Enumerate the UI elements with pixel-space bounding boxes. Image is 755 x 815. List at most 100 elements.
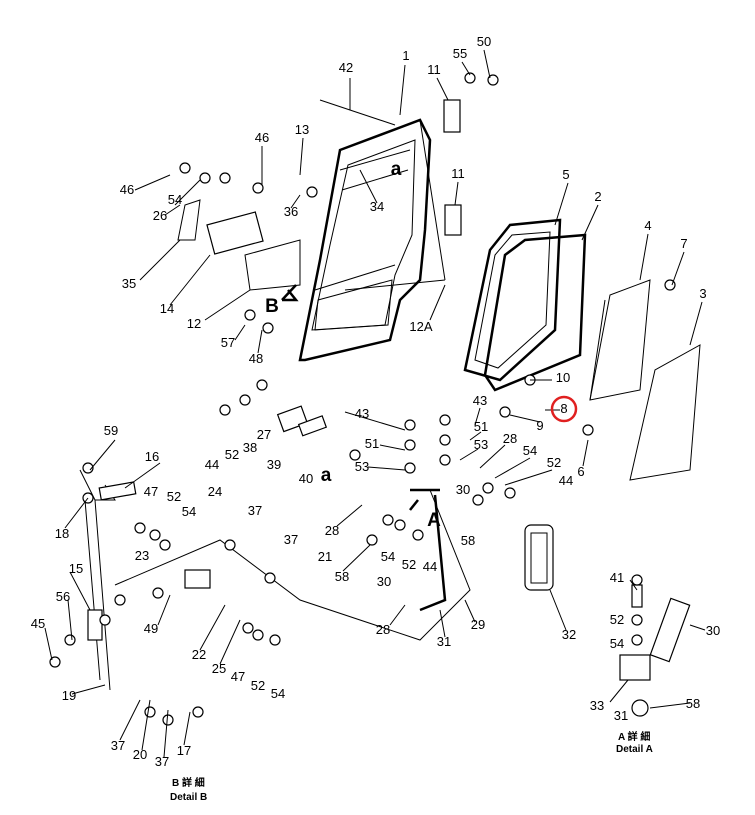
part-label-49: 49: [144, 621, 158, 636]
glass-pane-4: [589, 279, 651, 401]
part-label-52: 52: [167, 489, 181, 504]
part-label-31: 31: [437, 634, 451, 649]
part-label-28: 28: [376, 622, 390, 637]
fastener: [224, 539, 236, 551]
part-label-44: 44: [559, 473, 573, 488]
part-label-30: 30: [706, 623, 720, 638]
fastener: [134, 522, 146, 534]
part-label-9: 9: [536, 418, 543, 433]
fastener: [244, 309, 256, 321]
fastener: [394, 519, 406, 531]
fastener: [144, 706, 156, 718]
part-label-36: 36: [284, 204, 298, 219]
part-label-53: 53: [474, 437, 488, 452]
fastener: [487, 74, 499, 86]
part-label-19: 19: [62, 688, 76, 703]
part-label-45: 45: [31, 616, 45, 631]
part-label-35: 35: [122, 276, 136, 291]
part-label-31: 31: [614, 708, 628, 723]
part-label-54: 54: [168, 192, 182, 207]
part-label-48: 48: [249, 351, 263, 366]
detail-b-title: B 詳 細: [172, 776, 205, 789]
part-label-26: 26: [153, 208, 167, 223]
fastener: [64, 634, 76, 646]
part-label-A: A: [427, 510, 441, 531]
part-label-46: 46: [120, 182, 134, 197]
part-label-46: 46: [255, 130, 269, 145]
part-label-44: 44: [423, 559, 437, 574]
fastener: [262, 322, 274, 334]
fastener: [199, 172, 211, 184]
glass-pane-3: [629, 344, 701, 481]
fastener: [256, 379, 268, 391]
part-label-24: 24: [208, 484, 222, 499]
part-label-56: 56: [56, 589, 70, 604]
part-label-12A: 12A: [409, 319, 432, 334]
detail-a-title: A 詳 細: [618, 730, 650, 743]
part-label-30: 30: [456, 482, 470, 497]
fastener: [582, 424, 594, 436]
part-label-15: 15: [69, 561, 83, 576]
fastener: [349, 449, 361, 461]
hinge-upper: [443, 99, 461, 133]
fastener: [482, 482, 494, 494]
part-label-58: 58: [335, 569, 349, 584]
fastener: [219, 172, 231, 184]
part-label-a: a: [321, 465, 332, 486]
part-label-12: 12: [187, 316, 201, 331]
part-label-58: 58: [686, 696, 700, 711]
part-label-43: 43: [355, 406, 369, 421]
part-label-4: 4: [644, 218, 651, 233]
part-label-44: 44: [205, 457, 219, 472]
fastener: [114, 594, 126, 606]
fastener: [239, 394, 251, 406]
door-frame: [298, 99, 432, 362]
detail-b-subtitle: Detail B: [170, 792, 207, 803]
part-label-38: 38: [243, 440, 257, 455]
fastener: [404, 419, 416, 431]
part-label-47: 47: [144, 484, 158, 499]
fastener: [404, 439, 416, 451]
part-label-42: 42: [339, 60, 353, 75]
fastener: [631, 614, 643, 626]
part-label-B: B: [265, 296, 279, 317]
part-label-50: 50: [477, 34, 491, 49]
part-label-52: 52: [251, 678, 265, 693]
fastener: [404, 462, 416, 474]
part-label-37: 37: [155, 754, 169, 769]
part-label-20: 20: [133, 747, 147, 762]
part-label-59: 59: [104, 423, 118, 438]
part-label-30: 30: [377, 574, 391, 589]
part-label-39: 39: [267, 457, 281, 472]
fastener: [439, 414, 451, 426]
part-label-52: 52: [610, 612, 624, 627]
part-label-28: 28: [325, 523, 339, 538]
part-label-52: 52: [402, 557, 416, 572]
part-label-21: 21: [318, 549, 332, 564]
fastener: [252, 182, 264, 194]
fastener: [162, 714, 174, 726]
fastener: [264, 572, 276, 584]
part-label-54: 54: [523, 443, 537, 458]
part-label-55: 55: [453, 46, 467, 61]
part-label-52: 52: [225, 447, 239, 462]
hinge-lower: [444, 204, 462, 236]
part-label-29: 29: [471, 617, 485, 632]
part-label-22: 22: [192, 647, 206, 662]
fastener: [439, 454, 451, 466]
part-label-54: 54: [271, 686, 285, 701]
part-label-6: 6: [577, 464, 584, 479]
part-label-37: 37: [284, 532, 298, 547]
fastener: [412, 529, 424, 541]
part-label-3: 3: [699, 286, 706, 301]
part-label-58: 58: [461, 533, 475, 548]
part-label-7: 7: [680, 236, 687, 251]
part-label-13: 13: [295, 122, 309, 137]
fastener: [252, 629, 264, 641]
part-label-18: 18: [55, 526, 69, 541]
fastener: [439, 434, 451, 446]
fastener: [366, 534, 378, 546]
part-label-27: 27: [257, 427, 271, 442]
